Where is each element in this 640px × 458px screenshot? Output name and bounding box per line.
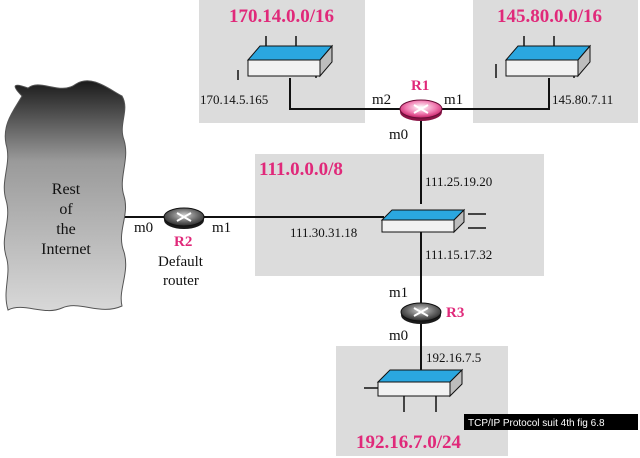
r1-port-m0: m0: [389, 127, 408, 143]
link-r1-hub2: [442, 78, 550, 110]
r2-port-m0: m0: [134, 220, 153, 236]
links: [124, 78, 550, 370]
cloud-label-line3: the: [56, 221, 76, 238]
address-145-80-7-11: 145.80.7.11: [552, 92, 613, 107]
cloud-label-line2: of: [59, 201, 73, 218]
cloud-label-line4: Internet: [41, 241, 91, 258]
network-label-111: 111.0.0.0/8: [259, 159, 343, 180]
link-hub1-r1: [289, 78, 400, 110]
network-label-192: 192.16.7.0/24: [356, 432, 462, 453]
router-r1-icon: [399, 99, 443, 121]
hub-170-icon: [237, 36, 334, 80]
router-r2-icon: [163, 207, 205, 229]
internet-cloud: [3, 80, 127, 312]
hub-111-icon: [380, 208, 486, 234]
address-192-16-7-5: 192.16.7.5: [426, 350, 481, 365]
network-label-170: 170.14.0.0/16: [229, 6, 334, 27]
figure-caption: TCP/IP Protocol suit 4th fig 6.8: [468, 418, 605, 429]
r1-port-m2: m2: [372, 92, 391, 108]
router-r1-label: R1: [411, 78, 429, 94]
cloud-label-line1: Rest: [52, 181, 81, 198]
address-170-14-5-165: 170.14.5.165: [200, 92, 268, 107]
router-r3-label: R3: [446, 305, 464, 321]
hub-145-icon: [495, 36, 592, 78]
r1-port-m1: m1: [444, 92, 463, 108]
router-r2-desc-line2: router: [163, 273, 199, 289]
r3-port-m1: m1: [389, 285, 408, 301]
router-r2-label: R2: [174, 234, 192, 250]
router-r3-icon: [400, 302, 442, 324]
network-label-145: 145.80.0.0/16: [497, 6, 602, 27]
address-111-25-19-20: 111.25.19.20: [425, 174, 492, 189]
r3-port-m0: m0: [389, 328, 408, 344]
router-r2-desc-line1: Default: [158, 254, 204, 270]
address-111-30-31-18: 111.30.31.18: [290, 225, 357, 240]
hub-192-icon: [364, 368, 464, 412]
address-111-15-17-32: 111.15.17.32: [425, 247, 492, 262]
caption-box: [464, 414, 638, 430]
r2-port-m1: m1: [212, 220, 231, 236]
